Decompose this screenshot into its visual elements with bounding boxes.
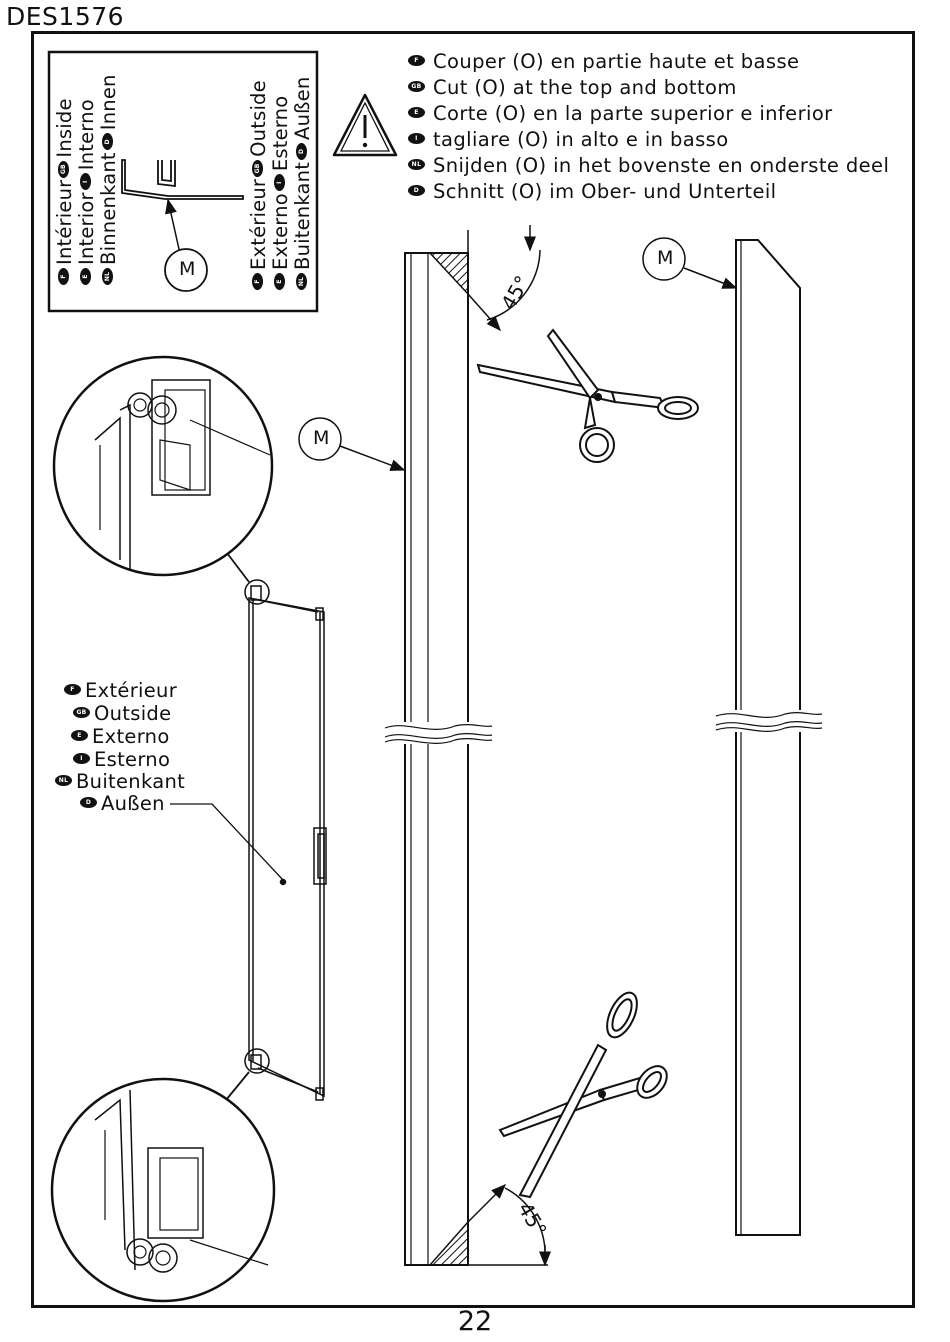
instruction-text: Couper (O) en partie haute et basse [433, 50, 800, 73]
flag-badge: GB [58, 160, 69, 178]
legend-text: Binnenkant [97, 152, 120, 265]
flag-badge: D [408, 185, 425, 196]
legend-pointer [165, 198, 182, 259]
legend-text: Outside [247, 80, 270, 157]
exterior-text: Buitenkant [76, 770, 186, 793]
instruction-text: Snijden (O) in het bovenste en onderste … [433, 154, 890, 177]
left-profile [384, 252, 493, 1266]
exterior-text: Extérieur [85, 679, 178, 702]
right-profile-callout [642, 237, 738, 289]
instruction-text: Corte (O) en la parte superior e inferio… [433, 102, 833, 125]
instruction-line-nl: NL Snijden (O) in het bovenste en onderst… [408, 153, 889, 179]
legend-interior-line-3: NL BinnenkantD Innen [97, 74, 120, 287]
flag-badge: E [71, 730, 88, 741]
exterior-label-fr: F Extérieur [64, 679, 178, 703]
legend-part-label: M [179, 258, 196, 280]
bottom-angle-dimension [467, 1183, 551, 1267]
flag-badge: D [296, 142, 307, 160]
flag-badge: E [274, 273, 285, 290]
flag-badge: GB [408, 81, 425, 92]
legend-text: Extérieur [247, 178, 270, 270]
legend-text: Interior [75, 192, 98, 265]
legend-exterior-line-3: NL BuitenkantD Außen [291, 76, 314, 292]
instruction-line-es: E Corte (O) en la parte superior e inferi… [408, 101, 833, 127]
document-code: DES1576 [6, 2, 125, 31]
legend-exterior-line-1: F ExtérieurGB Outside [247, 77, 270, 292]
legend-text: Außen [291, 76, 314, 140]
legend-box [47, 50, 319, 313]
legend-text: Esterno [269, 95, 292, 172]
flag-badge: I [408, 133, 425, 144]
zoom-detail-top [52, 355, 274, 583]
flag-badge: GB [73, 707, 90, 718]
exterior-label-gb: GB Outside [73, 702, 172, 726]
zoom-detail-bottom [50, 1071, 276, 1303]
scissors-bottom-icon [498, 991, 668, 1199]
flag-badge: NL [296, 273, 307, 290]
instruction-text: Cut (O) at the top and bottom [433, 76, 737, 99]
instruction-line-de: D Schnitt (O) im Ober- und Unterteil [408, 179, 777, 205]
flag-badge: I [80, 173, 91, 191]
legend-interior-line-2: E InteriorI Interno [75, 74, 98, 287]
scissors-top-icon [476, 328, 699, 463]
legend-text: Innen [97, 74, 120, 131]
flag-badge: E [408, 107, 425, 118]
legend-text: Interno [75, 99, 98, 171]
instruction-line-fr: F Couper (O) en partie haute et basse [408, 49, 799, 75]
legend-exterior-line-2: E ExternoI Esterno [269, 77, 292, 292]
exterior-text: Esterno [94, 748, 171, 771]
instruction-text: Schnitt (O) im Ober- und Unterteil [433, 180, 777, 203]
top-angle-dimension [467, 225, 541, 332]
seal-profile-diagram [121, 159, 244, 200]
flag-badge: F [252, 273, 263, 290]
flag-badge: F [64, 684, 81, 695]
legend-text: Externo [269, 193, 292, 270]
exterior-text: Außen [101, 792, 165, 815]
flag-badge: F [58, 268, 69, 285]
right-profile-label: M [657, 247, 674, 269]
flag-badge: D [102, 133, 113, 151]
flag-badge: E [80, 268, 91, 285]
left-profile-label: M [313, 427, 330, 449]
legend-interior-labels: F IntérieurGB Inside E InteriorI Interno NL B… [53, 74, 120, 287]
exterior-label-es: E Externo [71, 725, 170, 749]
legend-text: Buitenkant [291, 161, 314, 270]
flag-badge: NL [55, 775, 72, 786]
flag-badge: D [80, 797, 97, 808]
legend-part-circle [164, 248, 208, 292]
door-panel-drawing [244, 579, 327, 1101]
flag-badge: NL [102, 268, 113, 285]
exterior-label-nl: NL Buitenkant [55, 770, 186, 794]
flag-badge: GB [252, 159, 263, 177]
legend-text: Intérieur [53, 179, 76, 265]
legend-exterior-labels: F ExtérieurGB Outside E ExternoI Esterno NL B… [247, 76, 314, 292]
exterior-label-it: I Esterno [73, 748, 171, 772]
legend-interior-line-1: F IntérieurGB Inside [53, 74, 76, 287]
instruction-line-gb: GB Cut (O) at the top and bottom [408, 75, 737, 101]
exterior-text: Externo [92, 725, 170, 748]
flag-badge: I [73, 753, 90, 764]
page-frame [31, 31, 915, 1308]
exterior-label-de: D Außen [80, 792, 165, 816]
right-profile [715, 239, 823, 1236]
instruction-text: tagliare (O) in alto e in basso [433, 128, 729, 151]
flag-badge: NL [408, 159, 425, 170]
flag-badge: F [408, 55, 425, 66]
exterior-leader [170, 803, 284, 881]
exterior-text: Outside [94, 702, 172, 725]
left-profile-callout [298, 417, 406, 471]
flag-badge: I [274, 174, 285, 192]
page-number: 22 [457, 1306, 493, 1337]
legend-text: Inside [53, 98, 76, 158]
warning-icon [332, 93, 398, 157]
